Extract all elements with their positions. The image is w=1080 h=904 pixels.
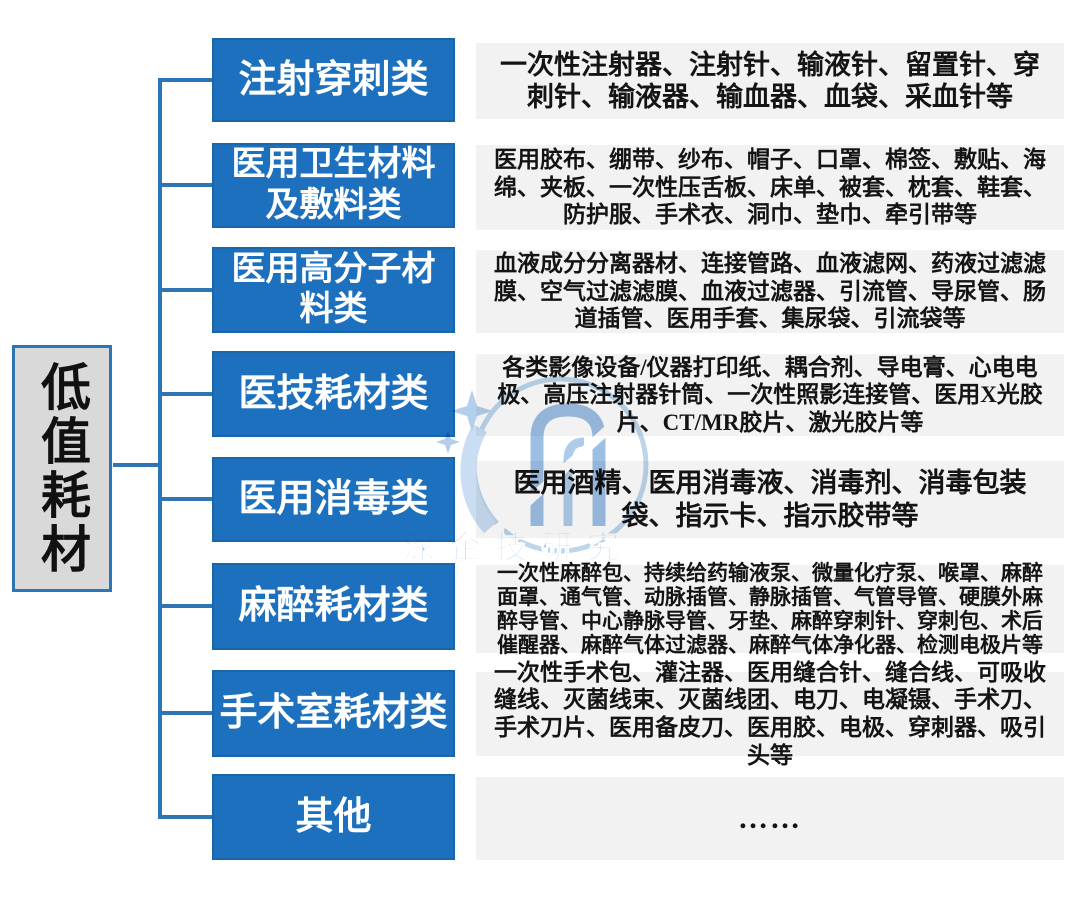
category-box-disinfection: 医用消毒类	[212, 457, 455, 542]
category-items-disinfection: 医用酒精、医用消毒液、消毒剂、消毒包装袋、指示卡、指示胶带等	[476, 461, 1064, 538]
connector-stub-line	[158, 392, 214, 396]
connector-stub-line	[158, 815, 214, 819]
category-items-anesthesia: 一次性麻醉包、持续给药输液泵、微量化疗泵、喉罩、麻醉面罩、通气管、动脉插管、静脉…	[476, 561, 1064, 657]
connector-stub-line	[158, 497, 214, 501]
connector-stub-line	[158, 711, 214, 715]
category-box-anesthesia: 麻醉耗材类	[212, 563, 455, 650]
connector-stub-line	[158, 288, 214, 292]
category-box-injection-puncture: 注射穿刺类	[212, 38, 455, 122]
category-items-other: ……	[476, 777, 1064, 860]
root-category-box: 低值耗材	[12, 345, 112, 592]
category-box-medtech-consumables: 医技耗材类	[212, 351, 455, 437]
category-box-other: 其他	[212, 774, 455, 860]
category-items-injection-puncture: 一次性注射器、注射针、输液针、留置针、穿刺针、输液器、输血器、血袋、采血针等	[476, 43, 1064, 119]
category-items-hygiene-dressing: 医用胶布、绷带、纱布、帽子、口罩、棉签、敷贴、海绵、夹板、一次性压舌板、床单、被…	[476, 145, 1064, 230]
category-items-polymer-materials: 血液成分分离器材、连接管路、血液滤网、药液过滤滤膜、空气过滤滤膜、血液过滤器、引…	[476, 250, 1064, 333]
connector-stub-line	[158, 183, 214, 187]
connector-main-line	[113, 463, 161, 467]
category-box-hygiene-dressing: 医用卫生材料及敷料类	[212, 143, 455, 228]
category-box-polymer-materials: 医用高分子材料类	[212, 247, 455, 333]
connector-stub-line	[158, 78, 214, 82]
category-items-medtech-consumables: 各类影像设备/仪器打印纸、耦合剂、导电膏、心电电极、高压注射器针筒、一次性照影连…	[476, 354, 1064, 436]
category-box-operating-room: 手术室耗材类	[212, 670, 455, 757]
connector-stub-line	[158, 604, 214, 608]
connector-trunk-line	[158, 78, 162, 819]
category-items-operating-room: 一次性手术包、灌注器、医用缝合针、缝合线、可吸收缝线、灭菌线束、灭菌线团、电刀、…	[476, 660, 1064, 768]
